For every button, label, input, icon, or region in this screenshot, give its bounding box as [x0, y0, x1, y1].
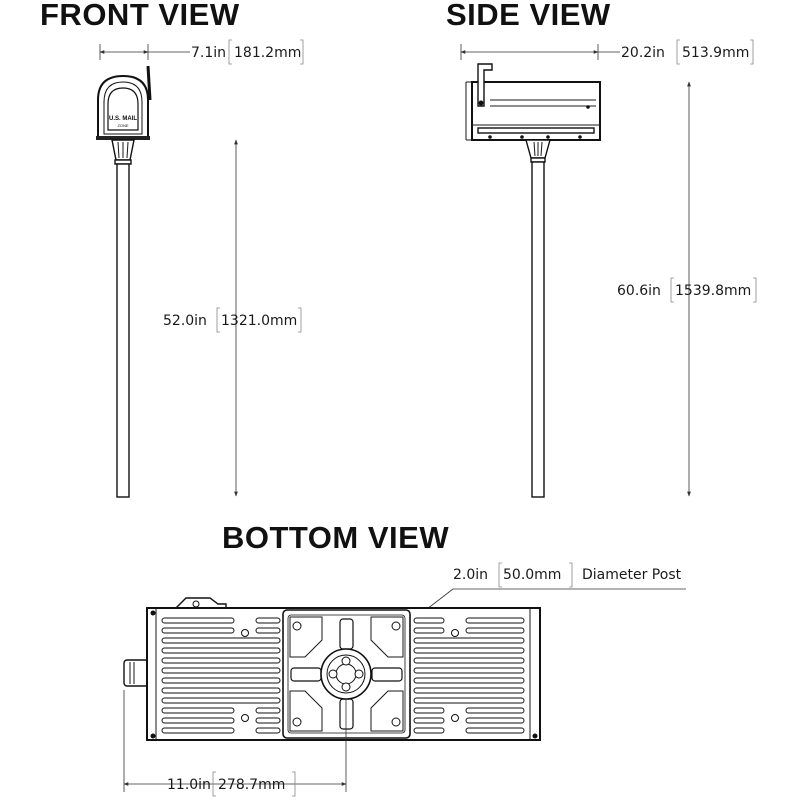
left-ribs — [161, 617, 281, 734]
post-diameter-in: 2.0in — [453, 567, 488, 583]
front-mailbox-label: U.S. MAIL — [109, 116, 137, 122]
side-height-dimension: 60.6in 1539.8mm — [617, 81, 757, 497]
post-diameter-label: Diameter Post — [582, 567, 682, 583]
bottom-offset-mm: 278.7mm — [218, 777, 285, 793]
bottom-view-title: BOTTOM VIEW — [222, 520, 449, 555]
bottom-view: BOTTOM VIEW 2.0in 50.0mm Diameter Post — [123, 520, 686, 797]
side-height-mm: 1539.8mm — [675, 283, 751, 299]
side-length-in: 20.2in — [621, 45, 665, 61]
side-view-title: SIDE VIEW — [446, 0, 611, 32]
front-height-in: 52.0in — [163, 313, 207, 329]
side-post — [531, 161, 545, 498]
front-view: FRONT VIEW 7.1in 181.2mm U.S. MAIL ZONE — [40, 0, 304, 498]
post-diameter-callout: 2.0in 50.0mm Diameter Post — [365, 562, 686, 657]
bottom-mailbox-icon — [123, 597, 541, 741]
side-length-dimension: 20.2in 513.9mm — [460, 39, 754, 65]
side-view: SIDE VIEW 20.2in 513.9mm — [446, 0, 757, 498]
front-post — [116, 163, 130, 498]
front-view-title: FRONT VIEW — [40, 0, 240, 32]
front-width-dimension: 7.1in 181.2mm — [99, 39, 304, 65]
right-ribs — [413, 617, 525, 734]
side-mailbox-icon — [465, 63, 601, 163]
front-height-mm: 1321.0mm — [221, 313, 297, 329]
bottom-offset-dimension: 11.0in 278.7mm — [123, 690, 347, 797]
front-mailbox-icon: U.S. MAIL ZONE — [96, 65, 152, 165]
front-mailbox-zone: ZONE — [117, 123, 128, 128]
side-height-in: 60.6in — [617, 283, 661, 299]
front-height-dimension: 52.0in 1321.0mm — [163, 139, 302, 497]
front-width-mm: 181.2mm — [234, 45, 301, 61]
side-length-mm: 513.9mm — [682, 45, 749, 61]
bottom-offset-in: 11.0in — [167, 777, 211, 793]
front-width-in: 7.1in — [191, 45, 226, 61]
post-diameter-mm: 50.0mm — [503, 567, 561, 583]
mounting-plate — [282, 609, 411, 739]
